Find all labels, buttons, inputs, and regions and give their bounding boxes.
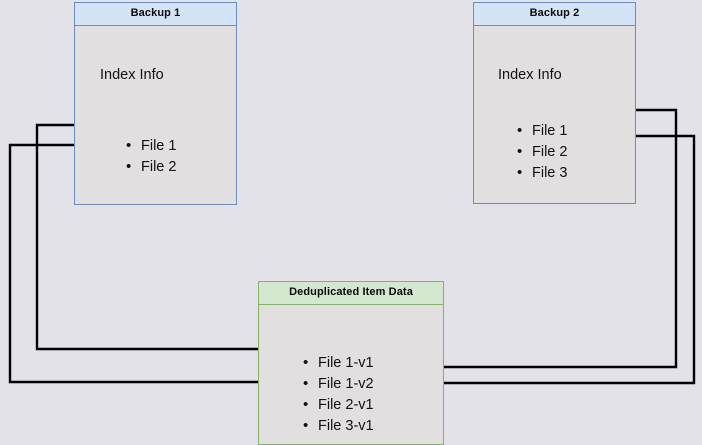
backup1-file-item: File 1 bbox=[126, 135, 176, 157]
dedup-item: File 2-v1 bbox=[303, 394, 374, 416]
backup2-file-item: File 2 bbox=[517, 141, 567, 163]
dedup-item-list: File 1-v1 File 1-v2 File 2-v1 File 3-v1 bbox=[303, 352, 374, 437]
backup2-index-label: Index Info bbox=[498, 67, 562, 83]
backup2-file-list: File 1 File 2 File 3 bbox=[517, 120, 567, 184]
backup1-box: Backup 1 Index Info File 1 File 2 bbox=[74, 2, 237, 205]
dedup-body: File 1-v1 File 1-v2 File 2-v1 File 3-v1 bbox=[259, 305, 443, 444]
backup1-body: Index Info File 1 File 2 bbox=[75, 26, 236, 204]
dedup-box: Deduplicated Item Data File 1-v1 File 1-… bbox=[258, 281, 444, 445]
backup2-file-item: File 3 bbox=[517, 162, 567, 184]
backup2-box: Backup 2 Index Info File 1 File 2 File 3 bbox=[473, 2, 636, 204]
dedup-item: File 1-v1 bbox=[303, 352, 374, 374]
backup1-index-label: Index Info bbox=[100, 67, 164, 83]
backup1-file-list: File 1 File 2 bbox=[126, 135, 176, 178]
dedup-item: File 1-v2 bbox=[303, 373, 374, 395]
dedup-header: Deduplicated Item Data bbox=[259, 282, 443, 305]
backup2-body: Index Info File 1 File 2 File 3 bbox=[474, 26, 635, 203]
dedup-item: File 3-v1 bbox=[303, 415, 374, 437]
backup1-header: Backup 1 bbox=[75, 3, 236, 26]
backup1-file-item: File 2 bbox=[126, 156, 176, 178]
backup2-file-item: File 1 bbox=[517, 120, 567, 142]
backup2-header: Backup 2 bbox=[474, 3, 635, 26]
